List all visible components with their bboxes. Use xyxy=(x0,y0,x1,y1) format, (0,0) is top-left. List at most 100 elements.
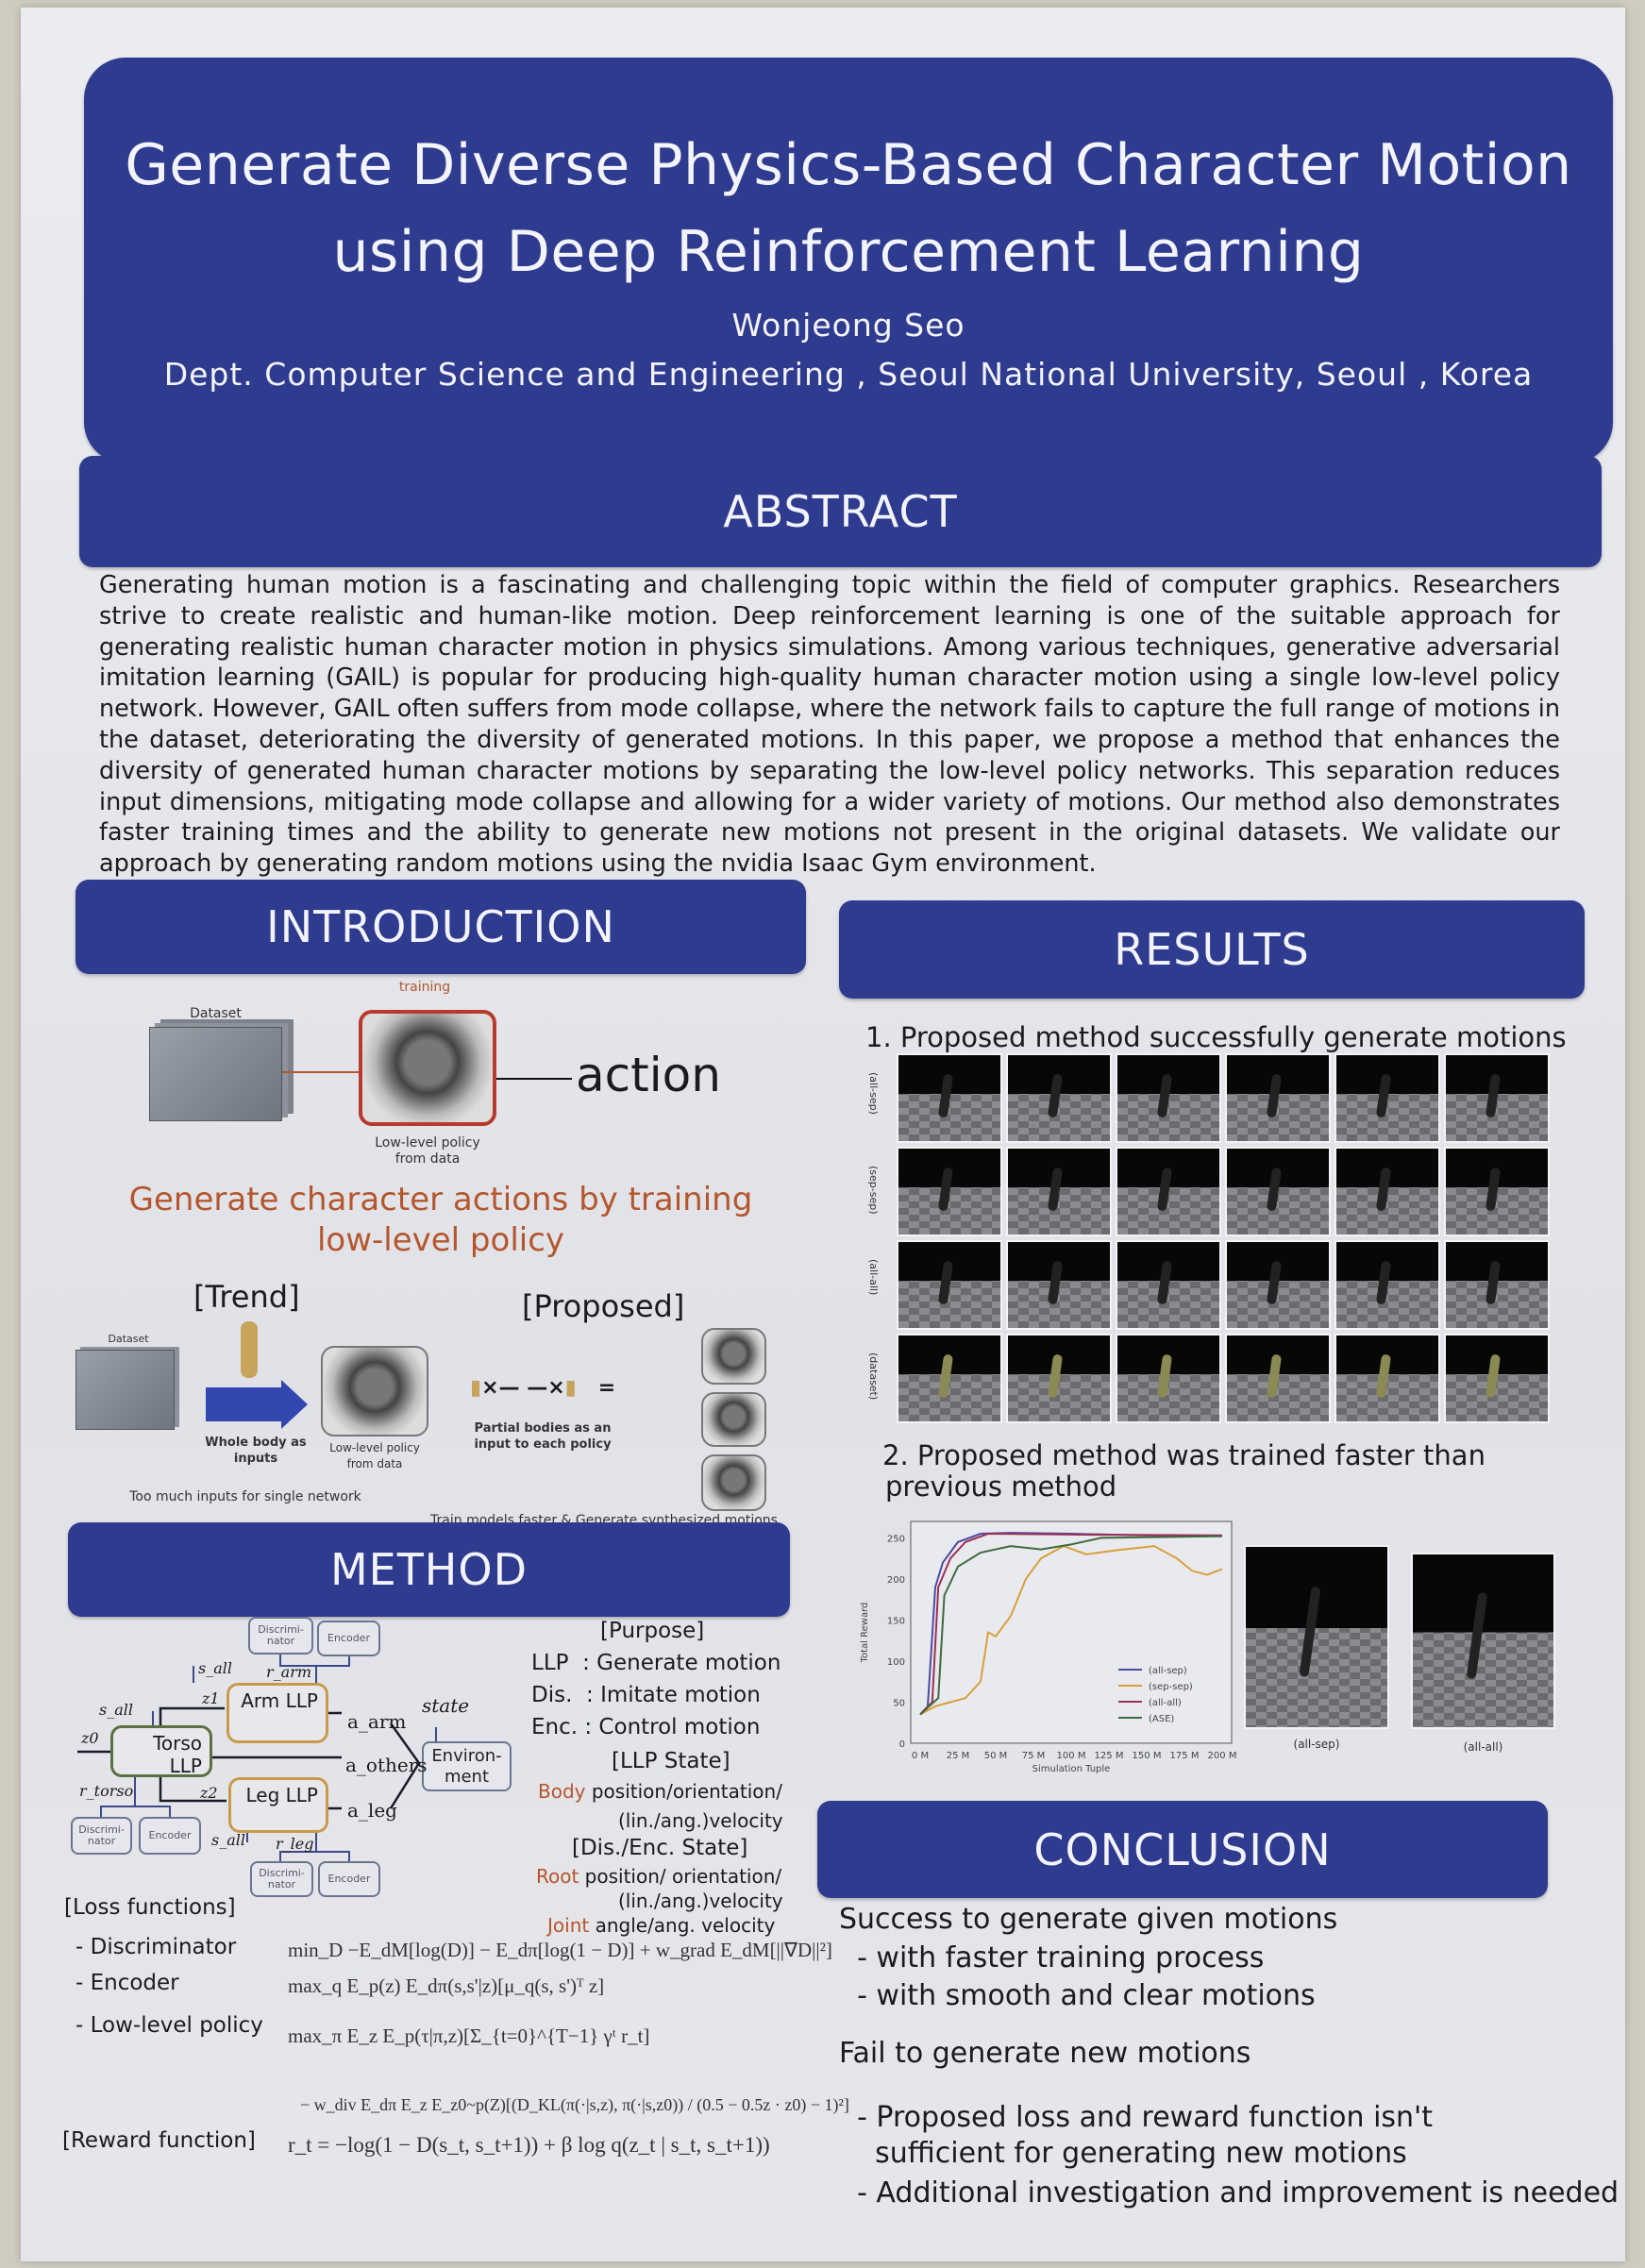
character-figure xyxy=(1486,1073,1502,1117)
z0-label: z0 xyxy=(81,1729,99,1747)
character-figure xyxy=(938,1260,954,1304)
trend-label: [Trend] xyxy=(193,1279,300,1315)
character-figure xyxy=(1048,1353,1064,1398)
introduction-heading: INTRODUCTION xyxy=(76,880,806,974)
motion-frame xyxy=(1116,1053,1221,1143)
action-label: action xyxy=(576,1048,721,1102)
leg-discriminator-box: Discrimi-nator xyxy=(250,1861,313,1897)
x-tick-label: 175 M xyxy=(1170,1751,1200,1761)
x-tick-label: 100 M xyxy=(1057,1751,1086,1761)
motion-frame xyxy=(1006,1053,1112,1143)
x-tick-label: 50 M xyxy=(984,1751,1008,1761)
arrow-body xyxy=(206,1387,281,1421)
purpose-enc: Enc. : Control motion xyxy=(531,1715,761,1739)
whole-body-figure xyxy=(241,1321,258,1378)
low-level-policy-image xyxy=(359,1010,496,1126)
loss-llp-formula: max_π E_z E_p(τ|π,z)[Σ_{t=0}^{T−1} γᵗ r_… xyxy=(288,2024,650,2047)
motion-frame xyxy=(1444,1240,1550,1330)
arrow-right-icon xyxy=(281,1380,308,1429)
character-figure xyxy=(938,1073,954,1117)
motion-frame xyxy=(1116,1334,1221,1423)
loss-discriminator-formula: min_D −E_dM[log(D)] − E_dπ[log(1 − D)] +… xyxy=(288,1939,832,1961)
arm-llp-box: Arm LLP xyxy=(227,1683,328,1743)
llp-state-heading: [LLP State] xyxy=(612,1749,730,1773)
character-figure xyxy=(1267,1353,1283,1398)
character-figure xyxy=(1376,1073,1392,1117)
leg-policy-image xyxy=(701,1454,766,1511)
r-torso-label: r_torso xyxy=(79,1782,134,1800)
series-line-ASE xyxy=(919,1535,1223,1716)
y-tick-label: 0 xyxy=(899,1739,905,1750)
intro-orange-line-2: low-level policy xyxy=(316,1221,565,1259)
series-line-all-all xyxy=(919,1533,1223,1716)
character-figure xyxy=(1486,1167,1502,1211)
motion-frame xyxy=(1225,1240,1331,1330)
environment-box: Environ-ment xyxy=(422,1741,512,1791)
method-heading: METHOD xyxy=(68,1522,790,1617)
character-figure xyxy=(1267,1260,1283,1304)
motion-frame xyxy=(1334,1053,1440,1143)
character-figure xyxy=(1376,1353,1392,1398)
abstract-heading: ABSTRACT xyxy=(79,456,1602,567)
purpose-heading: [Purpose] xyxy=(600,1619,705,1643)
purpose-dis: Dis. : Imitate motion xyxy=(531,1683,761,1707)
caption-all-all: (all-all) xyxy=(1463,1740,1503,1754)
whole-body-caption: Whole body as inputs xyxy=(205,1436,307,1466)
root-state-line-2: (lin./ang.)velocity xyxy=(618,1890,783,1912)
motion-frames-grid: (all-sep)(sep-sep)(all-all)(dataset) xyxy=(867,1053,1553,1426)
motion-frame xyxy=(1444,1147,1550,1236)
character-figure xyxy=(1157,1167,1173,1211)
character-figure xyxy=(1376,1260,1392,1304)
purpose-llp: LLP : Generate motion xyxy=(531,1651,781,1675)
row-label: (dataset) xyxy=(867,1352,880,1401)
motion-frame xyxy=(1006,1240,1112,1330)
conclusion-line-6: sufficient for generating new motions xyxy=(839,2137,1407,2170)
x-tick-label: 200 M xyxy=(1208,1751,1237,1761)
series-line-sep-sep xyxy=(919,1545,1223,1716)
x-axis-label: Simulation Tuple xyxy=(1032,1764,1111,1774)
affiliation: Dept. Computer Science and Engineering ,… xyxy=(163,356,1534,393)
y-tick-label: 50 xyxy=(893,1698,905,1708)
x-tick-label: 0 M xyxy=(912,1751,929,1761)
torso-discriminator-box: Discrimi-nator xyxy=(71,1817,132,1855)
x-tick-label: 150 M xyxy=(1133,1751,1162,1761)
x-tick-label: 75 M xyxy=(1022,1751,1046,1761)
a-arm-label: a_arm xyxy=(347,1710,407,1733)
arm-encoder-box: Encoder xyxy=(317,1621,380,1656)
proposed-label: [Proposed] xyxy=(522,1288,685,1324)
policy-caption: Low-level policy from data xyxy=(375,1135,480,1167)
abstract-text: Generating human motion is a fascinating… xyxy=(99,571,1560,879)
joint-key: Joint xyxy=(547,1914,590,1937)
results-item-2-line-2: previous method xyxy=(885,1470,1117,1503)
y-tick-label: 250 xyxy=(887,1534,905,1544)
motion-frame xyxy=(1116,1240,1221,1330)
partial-bodies-caption: Partial bodies as an input to each polic… xyxy=(474,1421,612,1452)
character-figure xyxy=(938,1167,954,1211)
loss-functions-heading: [Loss functions] xyxy=(64,1895,236,1920)
character-figure xyxy=(1157,1353,1173,1398)
title-banner: Generate Diverse Physics-Based Character… xyxy=(84,58,1613,463)
dataset-small-image xyxy=(76,1350,175,1430)
result-image-all-sep xyxy=(1244,1545,1389,1729)
a-leg-label: a_leg xyxy=(347,1799,397,1822)
character-figure xyxy=(1267,1073,1283,1117)
conclusion-line-7: - Additional investigation and improveme… xyxy=(839,2176,1620,2209)
row-label: (all-sep) xyxy=(867,1072,880,1115)
legend-label: (all-sep) xyxy=(1149,1666,1187,1676)
torso-encoder-box: Encoder xyxy=(139,1817,201,1855)
row-label: (sep-sep) xyxy=(867,1166,880,1215)
motion-frame xyxy=(1444,1334,1550,1423)
character-figure xyxy=(1376,1167,1392,1211)
r-arm-label: r_arm xyxy=(266,1663,312,1681)
intro-orange-line-1: Generate character actions by training xyxy=(128,1181,753,1218)
partial-body-equation: ▮×— —×▮ = xyxy=(470,1376,616,1400)
loss-llp-formula-2: − w_div E_dπ E_z E_z0~p(Z)[(D_KL(π(·|s,z… xyxy=(300,2095,849,2114)
results-item-2-line-1: 2. Proposed method was trained faster th… xyxy=(882,1439,1486,1471)
loss-discriminator-label: - Discriminator xyxy=(76,1935,237,1959)
leg-encoder-box: Encoder xyxy=(318,1861,380,1897)
dis-enc-state-heading: [Dis./Enc. State] xyxy=(572,1836,748,1860)
author: Wonjeong Seo xyxy=(731,307,965,344)
y-tick-label: 150 xyxy=(887,1616,905,1626)
